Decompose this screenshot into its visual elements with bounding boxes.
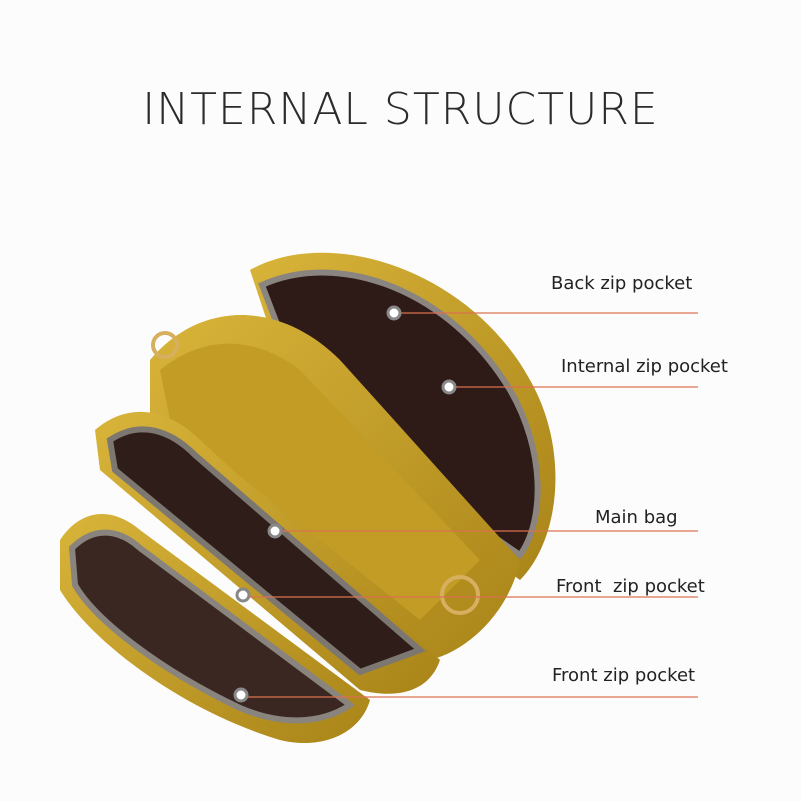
callout-front-zip-pocket-2: Front zip pocket [552, 665, 696, 686]
main-compartment [150, 315, 520, 660]
front-pocket-2 [60, 513, 370, 744]
callout-back-zip-pocket: Back zip pocket [551, 273, 693, 294]
back-pocket [250, 252, 556, 580]
callout-front-zip-pocket-1: Front zip pocket [556, 576, 705, 597]
callout-dot [386, 305, 402, 321]
callout-dot [235, 587, 251, 603]
page-title: INTERNAL STRUCTURE [142, 84, 659, 135]
front-pocket-1 [95, 411, 440, 694]
strap-ring [151, 331, 179, 359]
callout-main-bag: Main bag [595, 507, 678, 528]
callout-dot [441, 379, 457, 395]
callout-dot [233, 687, 249, 703]
strap-ring [440, 575, 480, 615]
callout-leaders [233, 305, 698, 703]
callout-internal-zip-pocket: Internal zip pocket [561, 356, 728, 377]
callout-dot [267, 523, 283, 539]
